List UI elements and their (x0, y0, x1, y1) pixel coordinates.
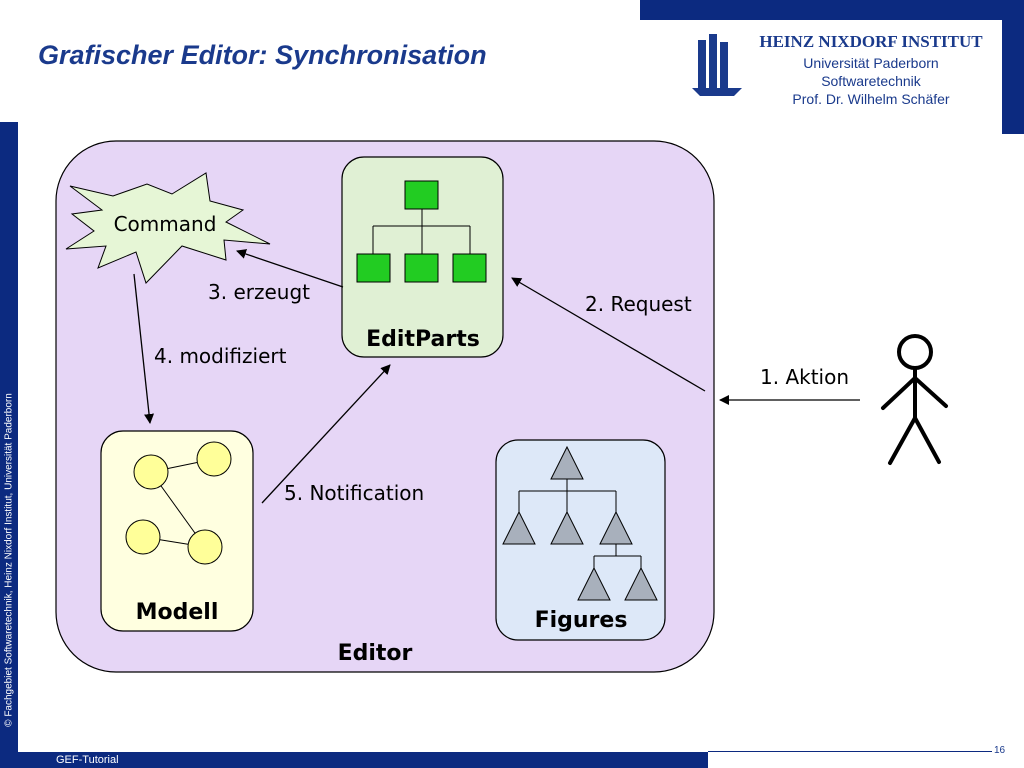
modell-node (125, 519, 161, 555)
modell-node (196, 441, 232, 477)
arrow-notification (261, 364, 391, 504)
figure-node (502, 510, 536, 545)
figures-label: Figures (535, 608, 628, 633)
university-name: Universität Paderborn (803, 55, 939, 71)
label-notification: 5. Notification (284, 481, 424, 505)
institute-name: HEINZ NIXDORF INSTITUT (759, 32, 983, 51)
arrow-modifiziert (133, 273, 155, 424)
label-erzeugt: 3. erzeugt (208, 280, 310, 304)
modell-label: Modell (136, 600, 219, 625)
label-modifiziert: 4. modifiziert (154, 344, 287, 368)
footer-divider (708, 751, 992, 752)
user-stick-figure-icon (881, 334, 948, 465)
arrow-erzeugt (236, 249, 344, 288)
slide-title: Grafischer Editor: Synchronisation (38, 40, 487, 70)
command-starburst (65, 172, 271, 284)
command-label: Command (114, 212, 217, 236)
left-brand-bar (0, 122, 18, 754)
label-aktion: 1. Aktion (760, 365, 849, 389)
figure-node (624, 566, 658, 601)
bottom-brand-bar (0, 752, 708, 768)
right-brand-bar (1002, 0, 1024, 134)
top-brand-bar (640, 0, 1024, 20)
editpart-node (404, 180, 439, 210)
modell-node (133, 454, 169, 490)
university-logo-icon (692, 34, 742, 96)
department-name: Softwaretechnik (821, 73, 921, 89)
arrow-request (511, 277, 706, 392)
figure-node (550, 510, 584, 545)
figure-node (550, 445, 584, 480)
label-request: 2. Request (585, 292, 692, 316)
modell-box (100, 430, 254, 632)
editparts-box (341, 156, 504, 358)
institute-logo-box (690, 28, 1002, 112)
figure-node (577, 566, 611, 601)
editparts-label: EditParts (366, 327, 480, 352)
footer-title: GEF-Tutorial (56, 754, 119, 766)
modell-node (187, 529, 223, 565)
figures-box (495, 439, 666, 641)
editpart-node (356, 253, 391, 283)
professor-name: Prof. Dr. Wilhelm Schäfer (792, 91, 950, 107)
page-number: 16 (994, 745, 1006, 756)
editor-label: Editor (338, 641, 413, 666)
editpart-node (404, 253, 439, 283)
editpart-node (452, 253, 487, 283)
figure-node (599, 510, 633, 545)
